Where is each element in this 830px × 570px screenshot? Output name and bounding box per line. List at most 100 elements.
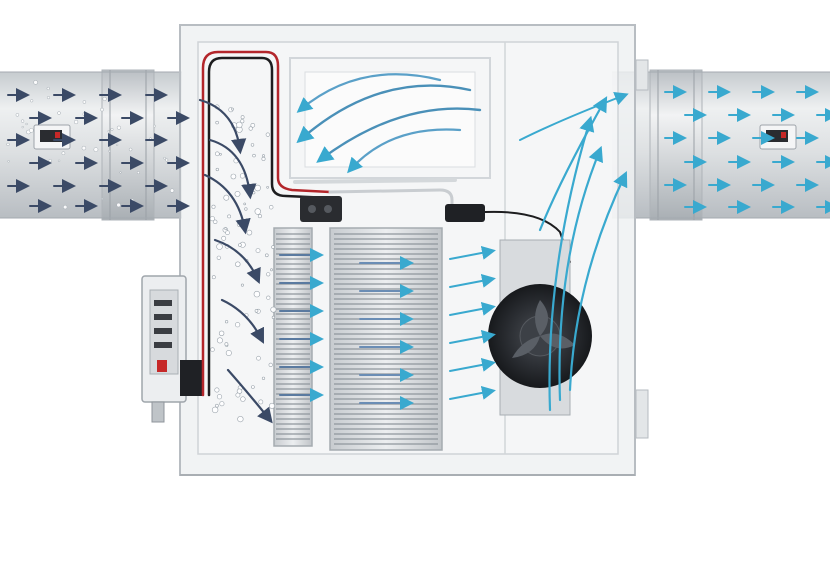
water-droplet [63, 204, 68, 210]
water-droplet [271, 245, 275, 249]
water-droplet [214, 387, 220, 393]
water-droplet [163, 156, 166, 160]
inlet-duct [0, 69, 182, 221]
water-droplet [46, 96, 51, 100]
water-droplet [48, 159, 52, 163]
water-droplet [221, 235, 227, 241]
water-droplet [211, 204, 216, 209]
water-droplet [6, 142, 10, 147]
water-droplet [253, 290, 261, 298]
water-droplet [255, 248, 261, 253]
water-droplet [254, 208, 261, 215]
water-droplet [261, 156, 266, 161]
water-droplet [225, 230, 230, 235]
coil-arrow [449, 273, 496, 288]
return-arrow [296, 84, 472, 144]
water-droplet [254, 184, 261, 192]
water-droplet [254, 309, 259, 313]
water-droplet [57, 111, 61, 115]
water-droplet [216, 255, 221, 260]
outlet-arrow [519, 92, 629, 141]
water-droplet [82, 100, 87, 104]
water-droplet [225, 320, 229, 324]
water-droplet [240, 396, 246, 402]
water-droplet [218, 330, 225, 336]
water-droplet [225, 349, 232, 356]
water-droplet [258, 399, 264, 405]
water-droplet [216, 337, 223, 344]
water-droplet [235, 322, 241, 328]
water-droplet [25, 122, 28, 126]
inlet-curve-arrow [208, 138, 257, 200]
water-droplet [153, 124, 156, 128]
water-droplet [223, 194, 230, 201]
water-droplet [240, 119, 245, 124]
water-droplet [224, 342, 229, 347]
water-droplet [216, 243, 223, 250]
water-droplet [266, 295, 271, 300]
water-droplet [107, 130, 110, 133]
water-droplet [209, 216, 215, 222]
water-droplet [33, 80, 38, 85]
water-droplet [73, 119, 79, 125]
outlet-arrow [538, 96, 608, 232]
water-droplet [248, 126, 253, 131]
water-droplet [257, 214, 262, 219]
water-droplet [20, 119, 25, 123]
water-droplet [211, 406, 219, 414]
water-droplet [235, 261, 241, 267]
water-droplet [7, 160, 10, 163]
fan [488, 239, 592, 416]
water-droplet [215, 167, 219, 172]
water-droplet [116, 202, 121, 208]
water-droplet [108, 150, 111, 153]
water-droplet [100, 107, 104, 112]
airflow-arrows [7, 73, 830, 424]
water-droplet [224, 227, 228, 231]
water-droplet [28, 128, 34, 133]
water-droplet [57, 159, 61, 162]
water-droplet [215, 403, 219, 408]
water-droplet [15, 113, 20, 117]
inline-switch [445, 204, 485, 222]
return-arrow [296, 73, 442, 113]
water-droplet [210, 347, 215, 352]
coil-arrow [449, 385, 496, 400]
water-droplet [93, 147, 99, 152]
water-droplet [237, 416, 244, 423]
water-droplet [240, 115, 245, 120]
water-droplet [250, 143, 255, 147]
water-droplet [115, 143, 119, 147]
water-droplet [266, 272, 271, 277]
water-droplet [236, 222, 242, 227]
water-droplet [119, 171, 122, 174]
water-droplet [262, 154, 265, 158]
water-droplet [252, 191, 256, 195]
water-droplet [235, 392, 241, 398]
inlet-duct-sensor [33, 124, 71, 150]
coil-arrow [449, 329, 496, 344]
inlet-curve-arrow [198, 98, 247, 155]
water-droplet [30, 99, 34, 103]
water-droplet [269, 205, 274, 210]
water-droplet [270, 306, 277, 313]
water-droplet [110, 127, 114, 131]
water-droplet [265, 132, 270, 137]
water-droplet [136, 171, 140, 175]
water-droplet [252, 153, 256, 158]
return-arrow [347, 128, 462, 174]
water-droplet [219, 401, 225, 407]
water-droplet [256, 355, 261, 361]
water-droplet [230, 173, 237, 180]
water-droplet [264, 253, 269, 258]
water-droplet [261, 376, 266, 380]
water-droplet [236, 121, 243, 129]
water-droplet [102, 96, 107, 101]
water-droplet [240, 283, 244, 287]
water-droplet [239, 173, 246, 179]
water-droplet [238, 243, 242, 247]
water-droplet [234, 190, 241, 197]
outlet-arrow [558, 145, 603, 402]
